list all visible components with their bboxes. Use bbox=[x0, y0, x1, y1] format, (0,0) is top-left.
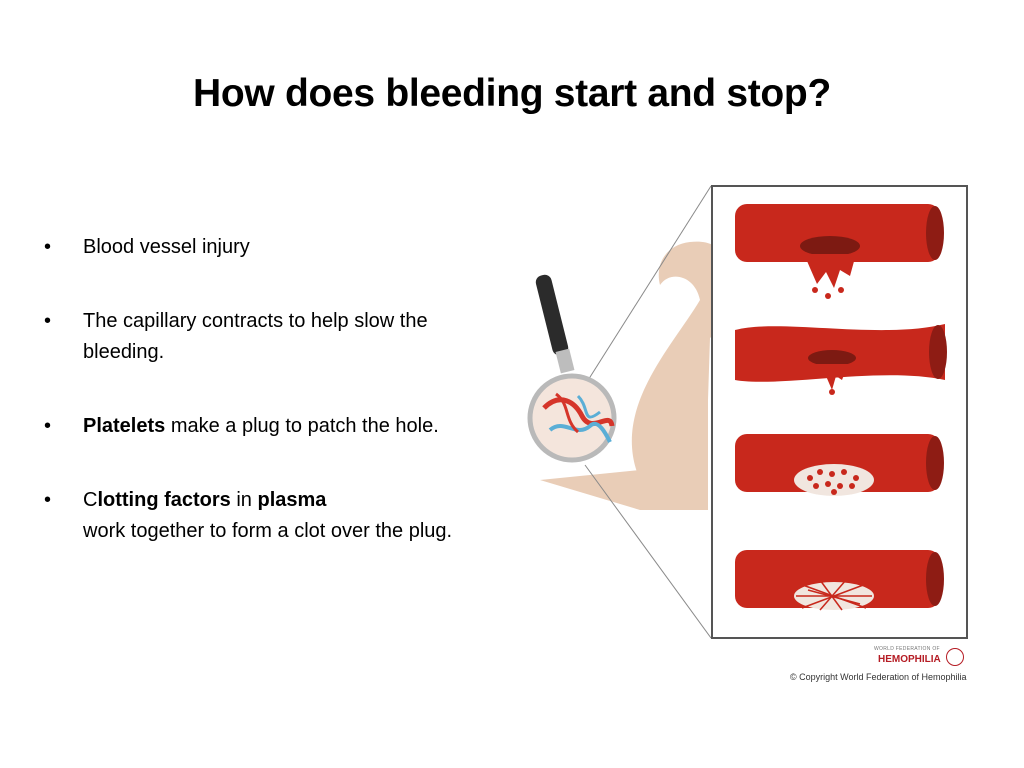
vessel-contracted bbox=[735, 324, 947, 395]
bullet-glyph: • bbox=[44, 236, 52, 258]
hemophilia-logo: WORLD FEDERATION OF HEMOPHILIA bbox=[874, 646, 966, 670]
bleeding-illustration bbox=[527, 185, 968, 639]
bullet-text: C bbox=[83, 489, 98, 511]
bullet-text: make a plug to patch the hole. bbox=[165, 415, 439, 437]
bullet-text: work together to form a clot over the pl… bbox=[83, 520, 453, 542]
logo-small-text: WORLD FEDERATION OF bbox=[874, 646, 940, 652]
bullet-glyph: • bbox=[44, 310, 52, 332]
globe-icon bbox=[946, 648, 964, 666]
zoom-line-top bbox=[584, 185, 712, 386]
bullet-text: The capillary contracts to help slow the… bbox=[83, 310, 428, 363]
bullet-glyph: • bbox=[44, 489, 52, 511]
vessel-fibrin-clot bbox=[735, 550, 944, 611]
vessel-platelet-plug bbox=[735, 434, 944, 496]
bullet-bold-text: plasma bbox=[257, 489, 327, 511]
bullet-item: • Platelets make a plug to patch the hole… bbox=[44, 411, 494, 442]
bullet-item: • The capillary contracts to help slow th… bbox=[44, 306, 494, 368]
slide-title: How does bleeding start and stop? bbox=[193, 72, 831, 115]
bullet-text: in bbox=[230, 489, 258, 511]
bullet-glyph: • bbox=[44, 415, 52, 437]
bullet-bold-text: Platelets bbox=[83, 415, 166, 437]
copyright-text: © Copyright World Federation of Hemophil… bbox=[790, 672, 967, 682]
zoom-line-bottom bbox=[584, 464, 712, 639]
bullet-text: Blood vessel injury bbox=[83, 236, 250, 258]
bullet-item: • Blood vessel injury bbox=[44, 232, 494, 263]
bullet-bold-text: lotting factors bbox=[97, 489, 231, 511]
person-silhouette bbox=[631, 241, 733, 510]
person-shoulder bbox=[540, 470, 708, 510]
logo-big-text: HEMOPHILIA bbox=[878, 654, 941, 665]
bullet-list: • Blood vessel injury • The capillary cont… bbox=[44, 232, 494, 590]
vessel-injury bbox=[735, 204, 944, 299]
bullet-item: • Clotting factors in plasma work togethe… bbox=[44, 485, 494, 547]
magnifying-glass-icon bbox=[527, 274, 617, 463]
